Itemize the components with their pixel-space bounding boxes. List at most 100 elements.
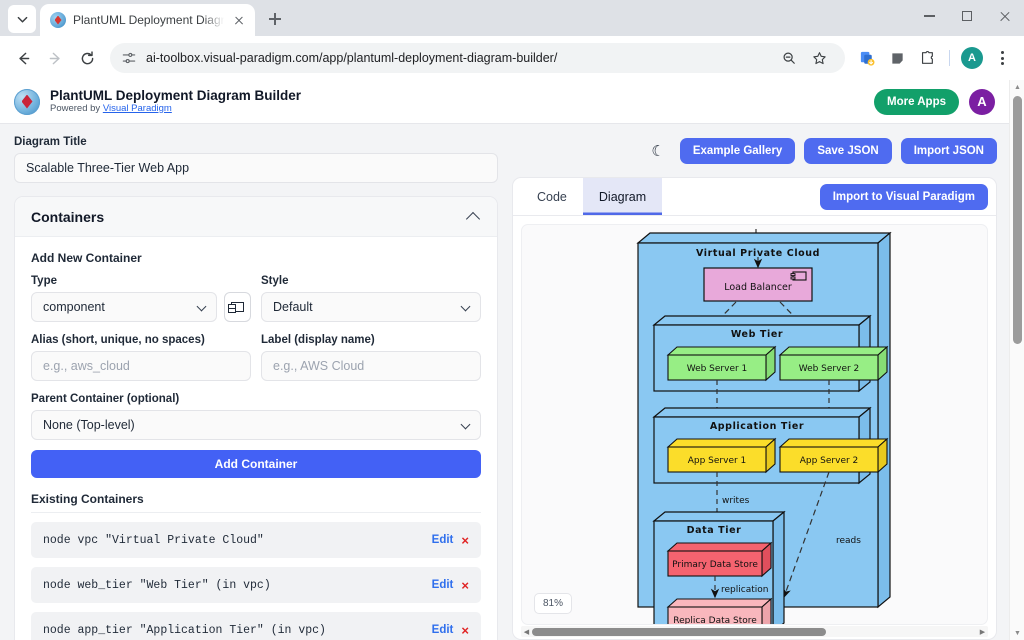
extensions-puzzle-icon[interactable]	[913, 44, 941, 72]
app-subtitle: Powered by Visual Paradigm	[50, 102, 301, 115]
containers-header-label: Containers	[31, 208, 105, 225]
browser-menu-icon[interactable]	[988, 44, 1016, 72]
style-field: Style Default	[261, 275, 481, 322]
app-server-2-label: App Server 2	[800, 456, 859, 466]
existing-containers-list: node vpc "Virtual Private Cloud" Edit × …	[31, 512, 481, 640]
scroll-up-arrow-icon[interactable]: ▲	[1014, 83, 1021, 91]
tab-close-icon[interactable]	[231, 12, 247, 28]
scroll-left-arrow-icon[interactable]: ◀	[523, 628, 530, 636]
new-tab-button[interactable]	[261, 5, 289, 33]
import-json-button[interactable]: Import JSON	[900, 138, 997, 164]
chevron-down-icon	[17, 16, 27, 23]
profile-initial: A	[961, 47, 983, 69]
window-controls	[910, 0, 1024, 36]
tab-strip: PlantUML Deployment Diagram	[0, 0, 1024, 36]
toolbar-divider	[949, 50, 950, 66]
hscroll-track[interactable]	[532, 626, 977, 637]
alias-label: Alias (short, unique, no spaces)	[31, 334, 205, 346]
scroll-down-arrow-icon[interactable]: ▼	[1014, 629, 1021, 637]
forward-button[interactable]	[40, 43, 70, 73]
parent-field: Parent Container (optional) None (Top-le…	[31, 393, 481, 440]
save-json-button[interactable]: Save JSON	[804, 138, 892, 164]
clipboard-extension-icon[interactable]	[883, 44, 911, 72]
preview-tabs: Code Diagram Import to Visual Paradigm	[513, 178, 996, 216]
address-bar[interactable]: ai-toolbox.visual-paradigm.com/app/plant…	[110, 43, 845, 73]
app-body: Diagram Title Scalable Three-Tier Web Ap…	[0, 124, 1009, 640]
deployment-diagram: Virtual Private Cloud Load Balancer	[636, 225, 892, 624]
right-panel: ☾ Example Gallery Save JSON Import JSON …	[512, 124, 1009, 640]
existing-containers-title: Existing Containers	[31, 492, 144, 506]
user-avatar[interactable]: A	[969, 88, 995, 115]
delete-icon[interactable]: ×	[461, 622, 469, 638]
chevron-down-icon	[462, 421, 471, 430]
forward-arrow-icon	[49, 52, 60, 64]
alias-label-row: Alias (short, unique, no spaces) e.g., a…	[31, 334, 481, 381]
zoom-out-icon[interactable]	[775, 44, 803, 72]
moon-icon[interactable]: ☾	[651, 143, 665, 160]
omnibox-actions	[775, 44, 833, 72]
diagram-canvas-wrapper: 81%	[513, 216, 996, 639]
parent-select-value: None (Top-level)	[43, 418, 135, 432]
container-code: node vpc "Virtual Private Cloud"	[43, 533, 264, 547]
bookmark-star-icon[interactable]	[805, 44, 833, 72]
edit-link[interactable]: Edit	[431, 624, 454, 636]
url-text: ai-toolbox.visual-paradigm.com/app/plant…	[146, 51, 558, 65]
hscroll-thumb[interactable]	[532, 627, 826, 636]
web-page: PlantUML Deployment Diagram Builder Powe…	[0, 80, 1009, 640]
import-to-visual-paradigm-button[interactable]: Import to Visual Paradigm	[819, 183, 988, 210]
back-button[interactable]	[8, 43, 38, 73]
web-tier-label: Web Tier	[731, 329, 783, 340]
list-item[interactable]: node web_tier "Web Tier" (in vpc) Edit ×	[31, 567, 481, 603]
scroll-right-arrow-icon[interactable]: ▶	[979, 628, 986, 636]
chevron-up-icon[interactable]	[467, 210, 481, 224]
alias-input[interactable]: e.g., aws_cloud	[31, 351, 251, 381]
style-select-value: Default	[273, 300, 313, 314]
powered-by-text: Powered by	[50, 102, 103, 114]
minimize-button[interactable]	[910, 0, 948, 32]
reads-edge-label: reads	[836, 536, 861, 546]
file-download-extension-icon[interactable]	[853, 44, 881, 72]
diagram-title-label: Diagram Title	[14, 136, 87, 148]
page-title: PlantUML Deployment Diagram Builder	[50, 88, 302, 104]
browser-tab[interactable]: PlantUML Deployment Diagram	[40, 4, 255, 36]
add-container-button[interactable]: Add Container	[31, 450, 481, 478]
page-scroll-thumb[interactable]	[1013, 96, 1022, 344]
diagram-title-input[interactable]: Scalable Three-Tier Web App	[14, 153, 498, 183]
uml-component-icon-button[interactable]	[224, 292, 251, 322]
app-title-block: PlantUML Deployment Diagram Builder Powe…	[50, 88, 301, 114]
label-label: Label (display name)	[261, 334, 375, 346]
example-gallery-button[interactable]: Example Gallery	[679, 138, 796, 164]
site-settings-icon[interactable]	[122, 51, 136, 65]
edit-link[interactable]: Edit	[431, 534, 454, 546]
list-item[interactable]: node vpc "Virtual Private Cloud" Edit ×	[31, 522, 481, 558]
visual-paradigm-link[interactable]: Visual Paradigm	[102, 102, 172, 114]
delete-icon[interactable]: ×	[461, 577, 469, 593]
tab-search-button[interactable]	[8, 5, 36, 33]
parent-select[interactable]: None (Top-level)	[31, 410, 481, 440]
style-select[interactable]: Default	[261, 292, 481, 322]
profile-button[interactable]: A	[958, 44, 986, 72]
diagram-canvas[interactable]: 81%	[521, 224, 988, 625]
writes-edge-label: writes	[722, 496, 750, 506]
toolbar-extensions: A	[853, 44, 1016, 72]
edit-link[interactable]: Edit	[431, 579, 454, 591]
right-toolbar: ☾ Example Gallery Save JSON Import JSON	[512, 136, 997, 166]
containers-card-header[interactable]: Containers	[15, 197, 497, 237]
tab-code[interactable]: Code	[537, 189, 567, 204]
container-code: node app_tier "Application Tier" (in vpc…	[43, 623, 326, 637]
label-input[interactable]: e.g., AWS Cloud	[261, 351, 481, 381]
reload-button[interactable]	[72, 43, 102, 73]
diagram-horizontal-scrollbar[interactable]: ◀ ▶	[521, 626, 988, 637]
list-item[interactable]: node app_tier "Application Tier" (in vpc…	[31, 612, 481, 640]
left-panel: Diagram Title Scalable Three-Tier Web Ap…	[0, 124, 512, 640]
close-window-button[interactable]	[986, 0, 1024, 32]
maximize-button[interactable]	[948, 0, 986, 32]
delete-icon[interactable]: ×	[461, 532, 469, 548]
preview-panel: Code Diagram Import to Visual Paradigm 8…	[512, 177, 997, 640]
tab-diagram[interactable]: Diagram	[582, 178, 663, 215]
page-vertical-scrollbar[interactable]: ▲ ▼	[1009, 80, 1024, 640]
data-tier-label: Data Tier	[687, 525, 742, 536]
application-tier-label: Application Tier	[710, 421, 804, 432]
type-select[interactable]: component	[31, 292, 217, 322]
more-apps-button[interactable]: More Apps	[874, 88, 959, 115]
